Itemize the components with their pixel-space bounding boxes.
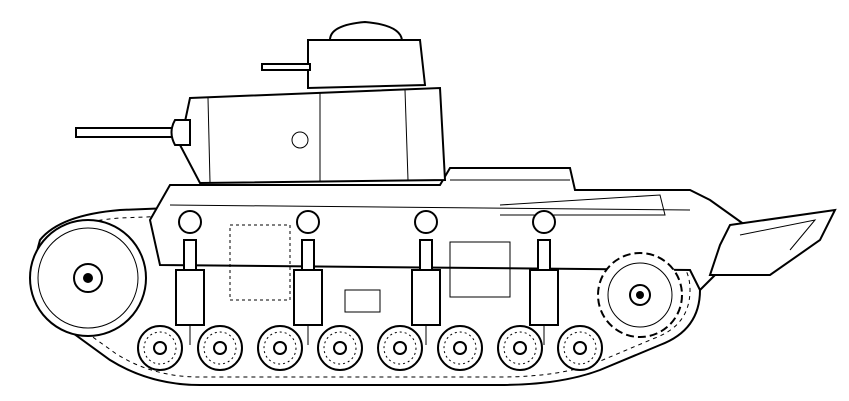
suspension-unit xyxy=(175,239,205,345)
suspension-units xyxy=(175,239,559,345)
road-wheel xyxy=(437,325,483,371)
return-roller xyxy=(532,210,556,234)
return-roller xyxy=(296,210,320,234)
idler-wheel xyxy=(29,219,147,337)
road-wheel xyxy=(317,325,363,371)
turret xyxy=(261,20,427,90)
suspension-unit xyxy=(529,239,559,345)
superstructure xyxy=(178,86,447,185)
suspension-unit xyxy=(293,239,323,345)
drive-sprocket xyxy=(597,252,683,338)
road-wheel xyxy=(137,325,183,371)
road-wheel xyxy=(497,325,543,371)
tail-skid xyxy=(708,208,837,276)
road-wheel xyxy=(557,325,603,371)
road-wheel xyxy=(257,325,303,371)
hull xyxy=(148,167,747,313)
return-rollers xyxy=(178,210,556,234)
suspension-unit xyxy=(411,239,441,345)
road-wheel xyxy=(197,325,243,371)
return-roller xyxy=(414,210,438,234)
road-wheels xyxy=(137,325,603,371)
main-gun xyxy=(75,119,191,146)
return-roller xyxy=(178,210,202,234)
road-wheel xyxy=(377,325,423,371)
